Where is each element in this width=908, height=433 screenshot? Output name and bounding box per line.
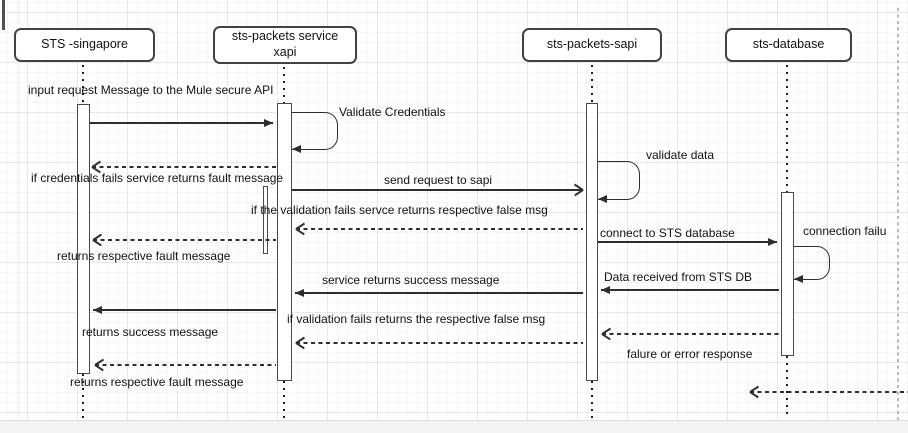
msg-validation-false-label: if the validation fails servce returns r…	[251, 203, 548, 217]
msg-validate-credentials-loop[interactable]	[292, 112, 338, 150]
msg-validation-false-arrowhead	[296, 222, 306, 236]
grid-background	[0, 0, 908, 420]
participant-label: STS -singapore	[41, 37, 128, 52]
msg-validation-false-arrow[interactable]	[296, 228, 583, 230]
participant-sts-packets-sapi[interactable]: sts-packets-sapi	[522, 28, 662, 62]
msg-validate-credentials-label: Validate Credentials	[339, 105, 446, 119]
msg-data-received-arrowhead	[601, 285, 610, 294]
msg-send-request-sapi-arrowhead	[573, 183, 583, 197]
participant-sts-database[interactable]: sts-database	[725, 28, 852, 62]
msg-returns-success-arrowhead	[93, 305, 102, 314]
msg-failure-error-response-arrowhead	[602, 327, 612, 341]
msg-input-request-arrow[interactable]	[90, 122, 273, 124]
lifeline-sts-packets-service-xapi-lower	[283, 381, 285, 419]
msg-service-success-arrow[interactable]	[295, 292, 583, 294]
msg-data-received-arrow[interactable]	[601, 289, 779, 291]
msg-connection-failure-arrowhead	[794, 274, 803, 283]
msg-validation-fails-false-label: if validation fails returns the respecti…	[287, 312, 546, 326]
msg-connect-db-arrowhead	[768, 237, 777, 246]
msg-credentials-fault-label: if credentials fails service returns fau…	[31, 171, 284, 185]
participant-sts-packets-service-xapi[interactable]: sts-packets service xapi	[213, 26, 357, 64]
msg-validate-data-label: validate data	[646, 148, 715, 162]
lifeline-sts-singapore	[82, 65, 84, 104]
msg-connect-db-label: connect to STS database	[600, 226, 735, 240]
activation-sts-singapore[interactable]	[76, 104, 90, 374]
participant-label: sts-database	[752, 37, 825, 52]
msg-service-success-arrowhead	[295, 288, 304, 297]
msg-send-request-sapi-label: send request to sapi	[384, 173, 493, 187]
msg-returns-fault-2-arrow[interactable]	[95, 364, 276, 366]
lifeline-sts-packets-sapi	[591, 65, 593, 103]
msg-validate-data-arrowhead	[598, 194, 607, 203]
canvas-left-edge	[2, 0, 5, 30]
canvas-bottom-edge	[0, 420, 908, 433]
msg-returns-success-arrow[interactable]	[93, 309, 276, 311]
activation-xapi-nested[interactable]	[263, 186, 268, 254]
participant-sts-singapore[interactable]: STS -singapore	[14, 28, 155, 62]
lifeline-sts-database-lower	[786, 356, 788, 419]
msg-offscreen-response-arrowhead	[750, 385, 760, 399]
msg-returns-fault-1-arrowhead	[93, 233, 103, 247]
msg-connect-db-arrow[interactable]	[598, 241, 777, 243]
activation-sts-packets-service-xapi[interactable]	[276, 103, 292, 381]
lifeline-sts-database	[786, 65, 788, 192]
msg-validate-data-loop[interactable]	[598, 161, 640, 200]
lifeline-sts-packets-service-xapi	[283, 67, 285, 103]
page-boundary-line	[897, 8, 899, 420]
msg-input-request-arrowhead	[264, 118, 273, 127]
msg-returns-fault-1-label: returns respective fault message	[57, 249, 231, 263]
msg-failure-error-response-label: falure or error response	[627, 347, 753, 361]
lifeline-sts-singapore-lower	[82, 374, 84, 419]
msg-connection-failure-label: connection failu	[803, 224, 887, 238]
msg-connection-failure-loop[interactable]	[794, 246, 830, 280]
msg-service-success-label: service returns success message	[322, 273, 500, 287]
lifeline-sts-packets-sapi-lower	[591, 381, 593, 419]
msg-returns-success-label: returns success message	[82, 325, 219, 339]
msg-offscreen-response-arrow[interactable]	[750, 391, 908, 393]
activation-sts-database[interactable]	[780, 192, 794, 356]
msg-send-request-sapi-arrow[interactable]	[292, 189, 582, 191]
msg-input-request-label: input request Message to the Mule secure…	[28, 83, 274, 97]
msg-credentials-fault-arrow[interactable]	[92, 166, 276, 168]
participant-label: sts-packets service xapi	[231, 29, 339, 59]
msg-returns-fault-2-label: returns respective fault message	[70, 375, 244, 389]
msg-returns-fault-1-arrow[interactable]	[93, 239, 276, 241]
msg-returns-fault-2-arrowhead	[95, 358, 105, 372]
msg-validate-credentials-arrowhead	[292, 144, 301, 153]
msg-validation-fails-false-arrowhead	[296, 336, 306, 350]
msg-validation-fails-false-arrow[interactable]	[296, 342, 583, 344]
activation-sts-packets-sapi[interactable]	[586, 103, 598, 381]
participant-label: sts-packets-sapi	[546, 37, 638, 52]
msg-data-received-label: Data received from STS DB	[604, 270, 753, 284]
msg-failure-error-response-arrow[interactable]	[602, 333, 780, 335]
